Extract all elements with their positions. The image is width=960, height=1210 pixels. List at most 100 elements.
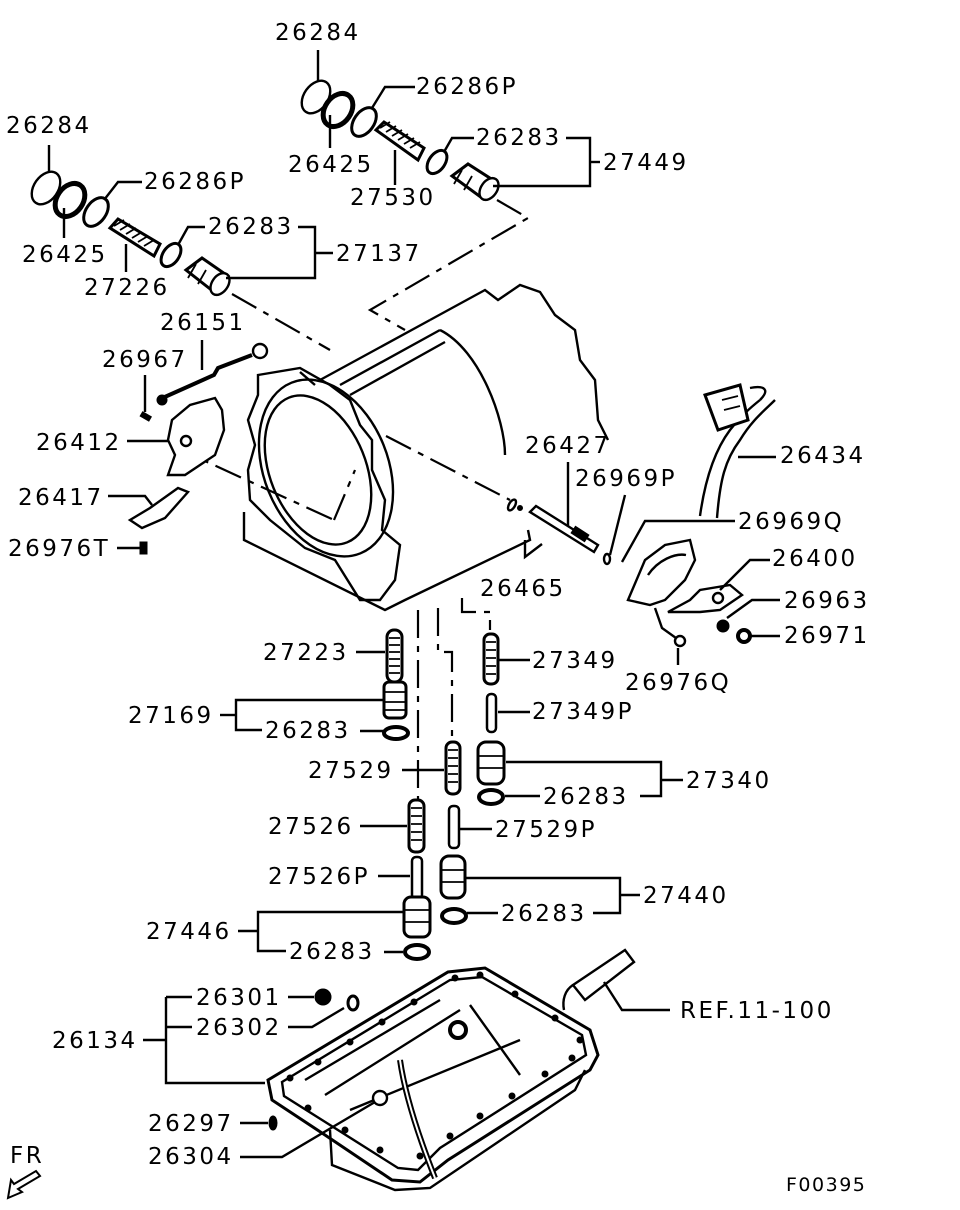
part-label-26465[interactable]: 26465	[480, 576, 566, 602]
spring-27526P[interactable]	[410, 855, 424, 901]
part-label-27349[interactable]: 27349	[532, 648, 618, 674]
part-label-26434[interactable]: 26434	[780, 443, 866, 469]
plug-26425[interactable]	[49, 178, 91, 222]
part-label-26283[interactable]: 26283	[501, 901, 587, 927]
spring-27526[interactable]	[407, 798, 426, 854]
part-label-26151[interactable]: 26151	[160, 310, 246, 336]
valve-27440[interactable]	[439, 854, 467, 900]
installation-line	[169, 443, 335, 522]
part-label-26283[interactable]: 26283	[289, 939, 375, 965]
part-label-26967[interactable]: 26967	[102, 347, 188, 373]
o-ring-26283[interactable]	[477, 788, 505, 806]
part-label-26283[interactable]: 26283	[208, 214, 294, 240]
part-label-27449[interactable]: 27449	[603, 150, 689, 176]
part-label-27137[interactable]: 27137	[336, 241, 422, 267]
manual-shaft-26427[interactable]	[528, 504, 600, 554]
valve-27169[interactable]	[382, 680, 408, 720]
part-label-27223[interactable]: 27223	[263, 640, 349, 666]
bolt-26297[interactable]	[268, 1115, 278, 1131]
part-label-27530[interactable]: 27530	[350, 185, 436, 211]
part-label-27340[interactable]: 27340	[686, 768, 772, 794]
reference-label[interactable]: REF.11-100	[680, 998, 834, 1024]
o-ring-26283[interactable]	[440, 907, 468, 925]
installation-line	[460, 598, 492, 630]
part-label-26284[interactable]: 26284	[275, 20, 361, 46]
part-label-27529P[interactable]: 27529P	[495, 817, 597, 843]
part-label-26971[interactable]: 26971	[784, 623, 870, 649]
spring-27349[interactable]	[482, 632, 500, 686]
sealant-tube-icon	[562, 948, 636, 1011]
part-label-27169[interactable]: 27169	[128, 703, 214, 729]
leader-line	[240, 1100, 376, 1159]
part-label-26400[interactable]: 26400	[772, 546, 858, 572]
part-label-26284[interactable]: 26284	[6, 113, 92, 139]
part-label-26412[interactable]: 26412	[36, 430, 122, 456]
bolt-26976T[interactable]	[139, 541, 148, 555]
o-ring-26283[interactable]	[382, 725, 410, 741]
part-label-26286P[interactable]: 26286P	[144, 169, 246, 195]
part-label-27526P[interactable]: 27526P	[268, 864, 370, 890]
part-label-26302[interactable]: 26302	[196, 1015, 282, 1041]
part-label-26304[interactable]: 26304	[148, 1144, 234, 1170]
spring-27529P[interactable]	[447, 804, 461, 850]
o-ring-26283[interactable]	[423, 147, 451, 177]
part-label-27526[interactable]: 27526	[268, 814, 354, 840]
valve-27446[interactable]	[402, 895, 432, 939]
part-label-26969P[interactable]: 26969P	[575, 466, 677, 492]
valve-27137[interactable]	[183, 256, 233, 298]
detent-plate-26412[interactable]	[166, 396, 226, 477]
part-label-27349P[interactable]: 27349P	[532, 699, 634, 725]
oil-pan-26134[interactable]	[266, 966, 600, 1192]
leader-line	[602, 981, 670, 1012]
part-label-26301[interactable]: 26301	[196, 985, 282, 1011]
harness-26434[interactable]	[698, 383, 776, 519]
leader-line	[442, 136, 474, 153]
spring-27226[interactable]	[107, 217, 162, 259]
bracket-26417[interactable]	[127, 486, 191, 530]
part-label-26969Q[interactable]: 26969Q	[738, 509, 844, 535]
lever-26400[interactable]	[667, 583, 744, 614]
leader-line	[176, 225, 205, 246]
spring-27349P[interactable]	[485, 692, 498, 734]
part-label-26283[interactable]: 26283	[265, 718, 351, 744]
valve-27340[interactable]	[476, 740, 506, 786]
part-label-26283[interactable]: 26283	[476, 125, 562, 151]
part-label-26417[interactable]: 26417	[18, 485, 104, 511]
front-direction-label: FR	[10, 1143, 44, 1169]
leader-line	[523, 540, 543, 560]
spring-27530[interactable]	[373, 120, 426, 163]
part-label-26425[interactable]: 26425	[22, 242, 108, 268]
pin-26967[interactable]	[139, 411, 153, 422]
spring-27529[interactable]	[444, 740, 462, 796]
part-label-26976Q[interactable]: 26976Q	[625, 670, 731, 696]
drain-plug-26301[interactable]	[314, 988, 332, 1006]
part-label-26283[interactable]: 26283	[543, 784, 629, 810]
transmission-case[interactable]	[169, 283, 610, 612]
gasket-26302[interactable]	[346, 994, 360, 1012]
part-label-26286P[interactable]: 26286P	[416, 74, 518, 100]
valve-27449[interactable]	[449, 162, 502, 203]
leader-line	[719, 558, 770, 591]
inhibitor-switch-26400[interactable]	[626, 538, 697, 607]
part-label-26134[interactable]: 26134	[52, 1028, 138, 1054]
part-label-27529[interactable]: 27529	[308, 758, 394, 784]
bolt-26976Q[interactable]	[673, 634, 687, 648]
nut-26971[interactable]	[736, 628, 752, 644]
leader-line	[370, 85, 415, 109]
part-label-26297[interactable]: 26297	[148, 1111, 234, 1137]
spring-27223[interactable]	[385, 628, 404, 684]
o-ring-26286P[interactable]	[347, 103, 382, 141]
part-label-26425[interactable]: 26425	[288, 152, 374, 178]
rod-26151[interactable]	[156, 342, 269, 406]
part-label-27446[interactable]: 27446	[146, 919, 232, 945]
part-label-27226[interactable]: 27226	[84, 275, 170, 301]
part-label-26976T[interactable]: 26976T	[8, 536, 110, 562]
part-label-27440[interactable]: 27440	[643, 883, 729, 909]
washer-26963[interactable]	[716, 619, 730, 633]
o-ring-26969P[interactable]	[602, 552, 612, 566]
o-ring-26283[interactable]	[403, 943, 431, 961]
part-label-26963[interactable]: 26963	[784, 588, 870, 614]
part-label-26427[interactable]: 26427	[525, 433, 611, 459]
leader-line	[103, 180, 142, 201]
